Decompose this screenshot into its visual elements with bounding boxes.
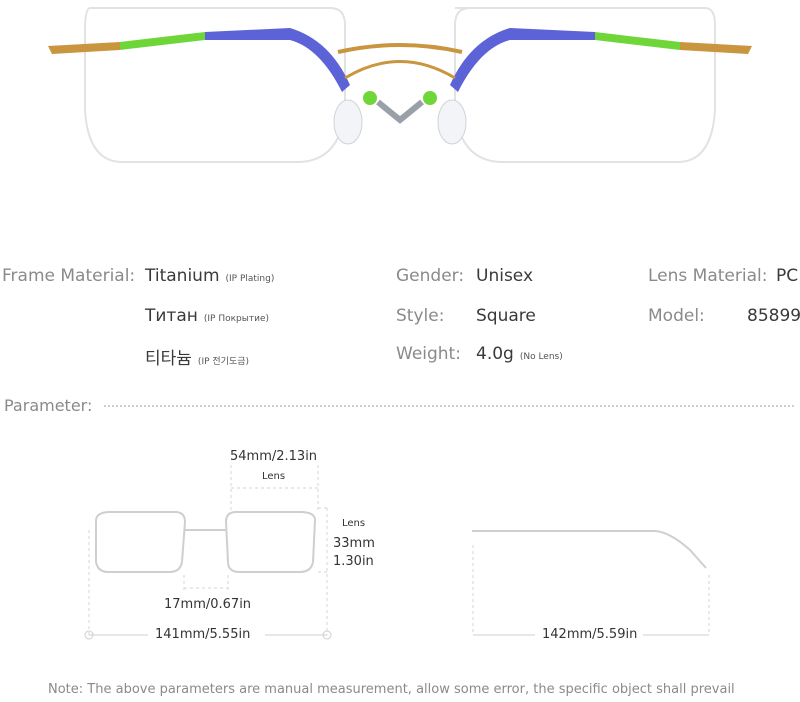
lens-height-caption: Lens: [342, 518, 366, 529]
temple-length-measure: 142mm/5.59in: [542, 627, 638, 642]
frame-material-ko-note: IP 전기도금: [201, 357, 246, 367]
front-right-lens-outline: [224, 511, 317, 573]
frame-material-ko-value: 티타늄: [145, 349, 192, 369]
lens-height-in: 1.30in: [333, 554, 374, 569]
lens-material-label: Lens Material:: [648, 266, 768, 286]
footer-note: Note: The above parameters are manual me…: [48, 682, 735, 697]
parameter-heading: Parameter:: [4, 396, 93, 415]
style-label: Style:: [396, 306, 445, 326]
lens-material-value: PC: [776, 266, 799, 286]
frame-material-ru-value: Титан: [145, 306, 198, 326]
frame-material-ko: 티타늄(IP 전기도금): [145, 349, 250, 369]
weight-note: No Lens: [523, 352, 560, 362]
frame-material-label: Frame Material:: [2, 266, 136, 286]
weight-value: 4.0g: [476, 344, 514, 364]
lens-width-measure: 54mm/2.13in: [230, 449, 318, 464]
frame-material-en: Titanium(IP Plating): [145, 266, 275, 286]
model-value: 85899: [747, 306, 800, 326]
parameter-divider: [104, 405, 794, 407]
gender-label: Gender:: [396, 266, 465, 286]
weight-label: Weight:: [396, 344, 461, 364]
front-left-lens-outline: [95, 511, 187, 573]
frame-material-ru-note: IP Покрытие: [207, 314, 266, 324]
weight: 4.0g(No Lens): [476, 344, 563, 364]
frame-width-measure: 141mm/5.55in: [155, 627, 251, 642]
bridge-measure: 17mm/0.67in: [164, 597, 252, 612]
frame-material-ru: Титан(IP Покрытие): [145, 306, 270, 326]
lens-height-mm: 33mm: [333, 536, 375, 551]
product-photo-rimless-glasses: [48, 7, 752, 163]
frame-material-en-value: Titanium: [145, 266, 220, 286]
gender-value: Unisex: [476, 266, 534, 286]
lens-width-caption: Lens: [262, 471, 286, 482]
style-value: Square: [476, 306, 536, 326]
model-label: Model:: [648, 306, 705, 326]
frame-material-en-note: IP Plating: [229, 274, 271, 284]
side-temple-outline: [472, 530, 707, 569]
